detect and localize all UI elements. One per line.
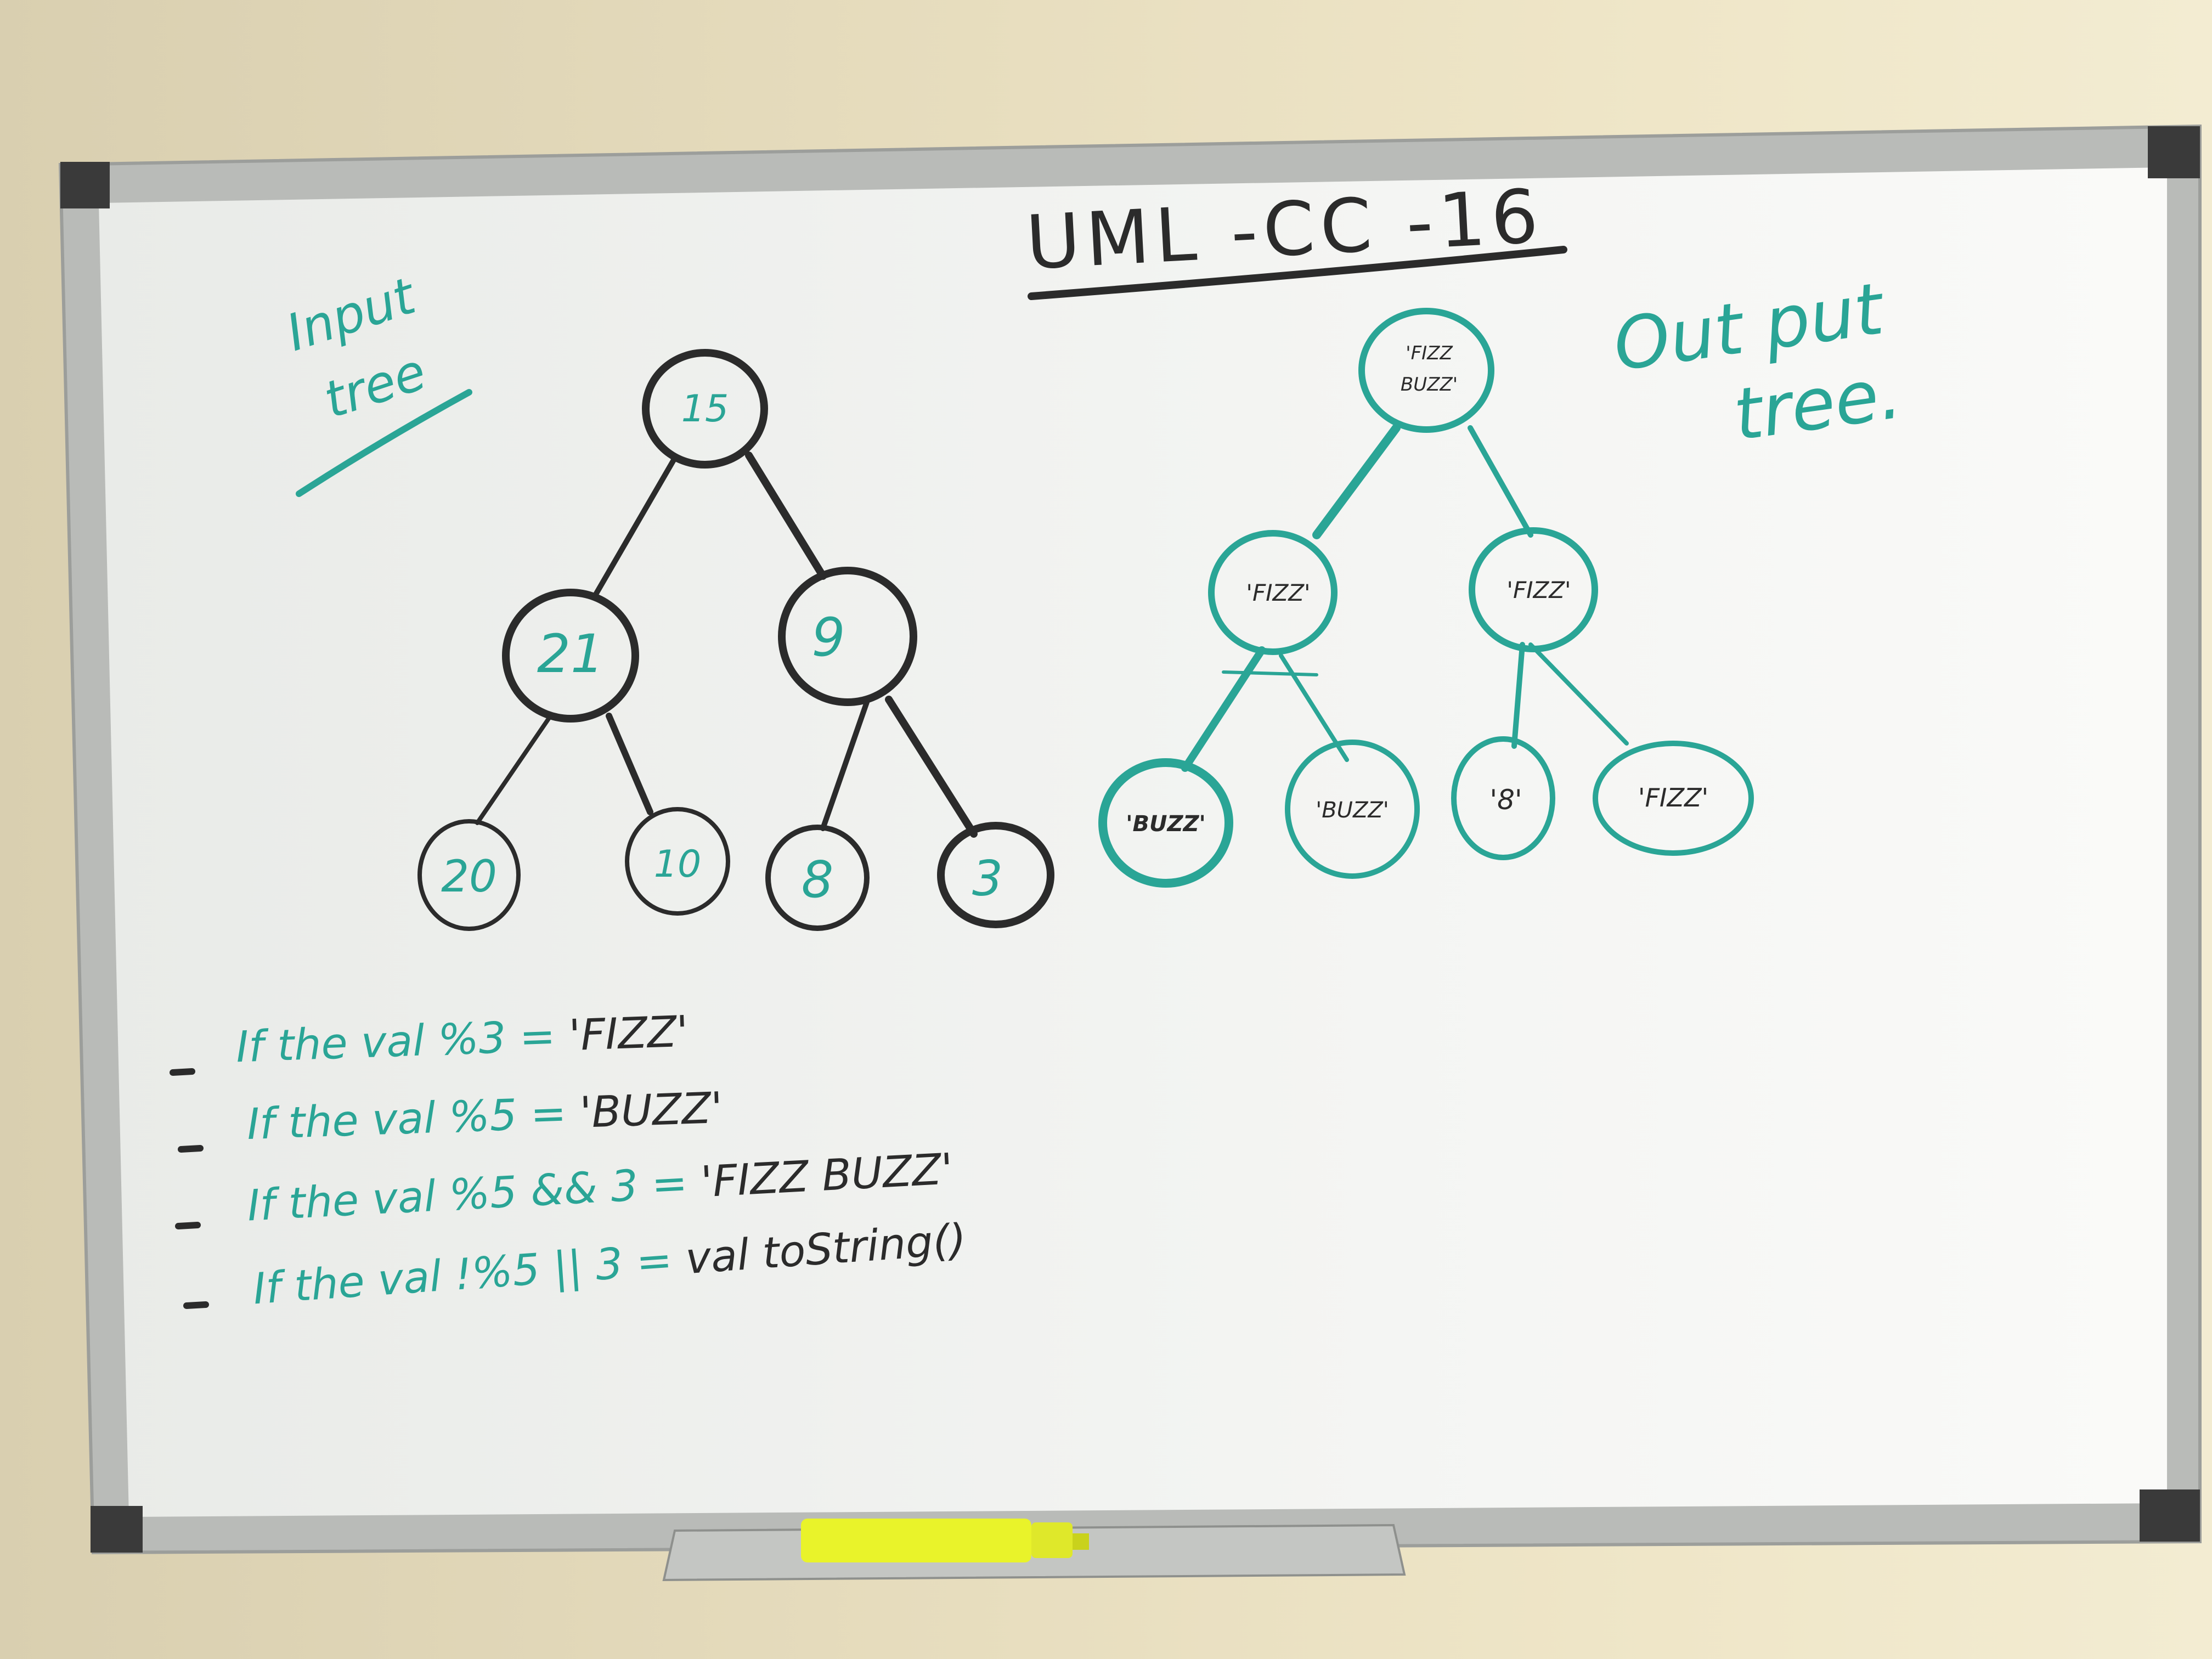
input-node-label: 3 — [972, 850, 1003, 907]
input-node-label: 21 — [537, 623, 604, 685]
frame-corner-top-left — [60, 162, 110, 208]
input-node-label: 15 — [681, 387, 729, 431]
input-label-underline — [296, 389, 472, 497]
output-node-l2-2: '8' — [1451, 736, 1555, 860]
output-node-label: 'FIZZ' — [1506, 577, 1571, 603]
output-node-l1-0: 'FIZZ' — [1208, 530, 1338, 655]
input-node-l1-1: 9 — [778, 567, 917, 706]
input-node-l2-2: 8 — [765, 825, 870, 931]
output-node-label: 'FIZZ' — [1246, 579, 1310, 606]
input-node-label: 20 — [441, 851, 497, 902]
frame-corner-top-right — [2148, 126, 2200, 178]
input-tree: 15 21 9 20 10 8 3 — [417, 349, 1054, 931]
whiteboard-frame — [58, 124, 2202, 1555]
output-node-label: 'FIZZ' — [1638, 783, 1708, 812]
output-node-l2-0: 'BUZZ' — [1098, 758, 1233, 888]
rule-result: 'FIZZ' — [568, 1007, 690, 1061]
output-node-label: 'BUZZ' — [1316, 798, 1389, 823]
rule-bullets — [170, 1068, 209, 1309]
output-node-l1-1: 'FIZZ' — [1469, 527, 1598, 652]
input-node-label: 9 — [811, 607, 845, 668]
input-node-l2-1: 10 — [625, 807, 730, 916]
input-tree-edges — [475, 452, 978, 838]
output-node-root: 'FIZZ BUZZ' — [1358, 308, 1494, 433]
input-node-l2-3: 3 — [937, 822, 1054, 928]
input-node-root: 15 — [642, 349, 768, 469]
output-node-l2-1: 'BUZZ' — [1285, 740, 1420, 879]
output-node-label: 'BUZZ' — [1126, 811, 1205, 837]
output-node-l2-3: 'FIZZ' — [1593, 741, 1754, 856]
input-node-l1-0: 21 — [502, 589, 639, 723]
output-node-label: 'FIZZ — [1406, 342, 1453, 364]
rule-result: 'BUZZ' — [579, 1083, 724, 1138]
output-tree: 'FIZZ BUZZ' 'FIZZ' 'FIZZ' 'BUZZ' 'BUZZ' … — [1098, 308, 1754, 888]
frame-corner-bottom-left — [91, 1506, 143, 1553]
input-node-label: 8 — [802, 850, 834, 909]
title-underline — [1028, 246, 1567, 300]
output-node-label: '8' — [1489, 784, 1522, 816]
frame-corner-bottom-right — [2140, 1489, 2200, 1542]
output-node-label: BUZZ' — [1401, 374, 1458, 396]
input-node-l2-0: 20 — [417, 819, 521, 931]
highlighter-marker-icon — [801, 1519, 1089, 1562]
input-node-label: 10 — [654, 843, 702, 886]
